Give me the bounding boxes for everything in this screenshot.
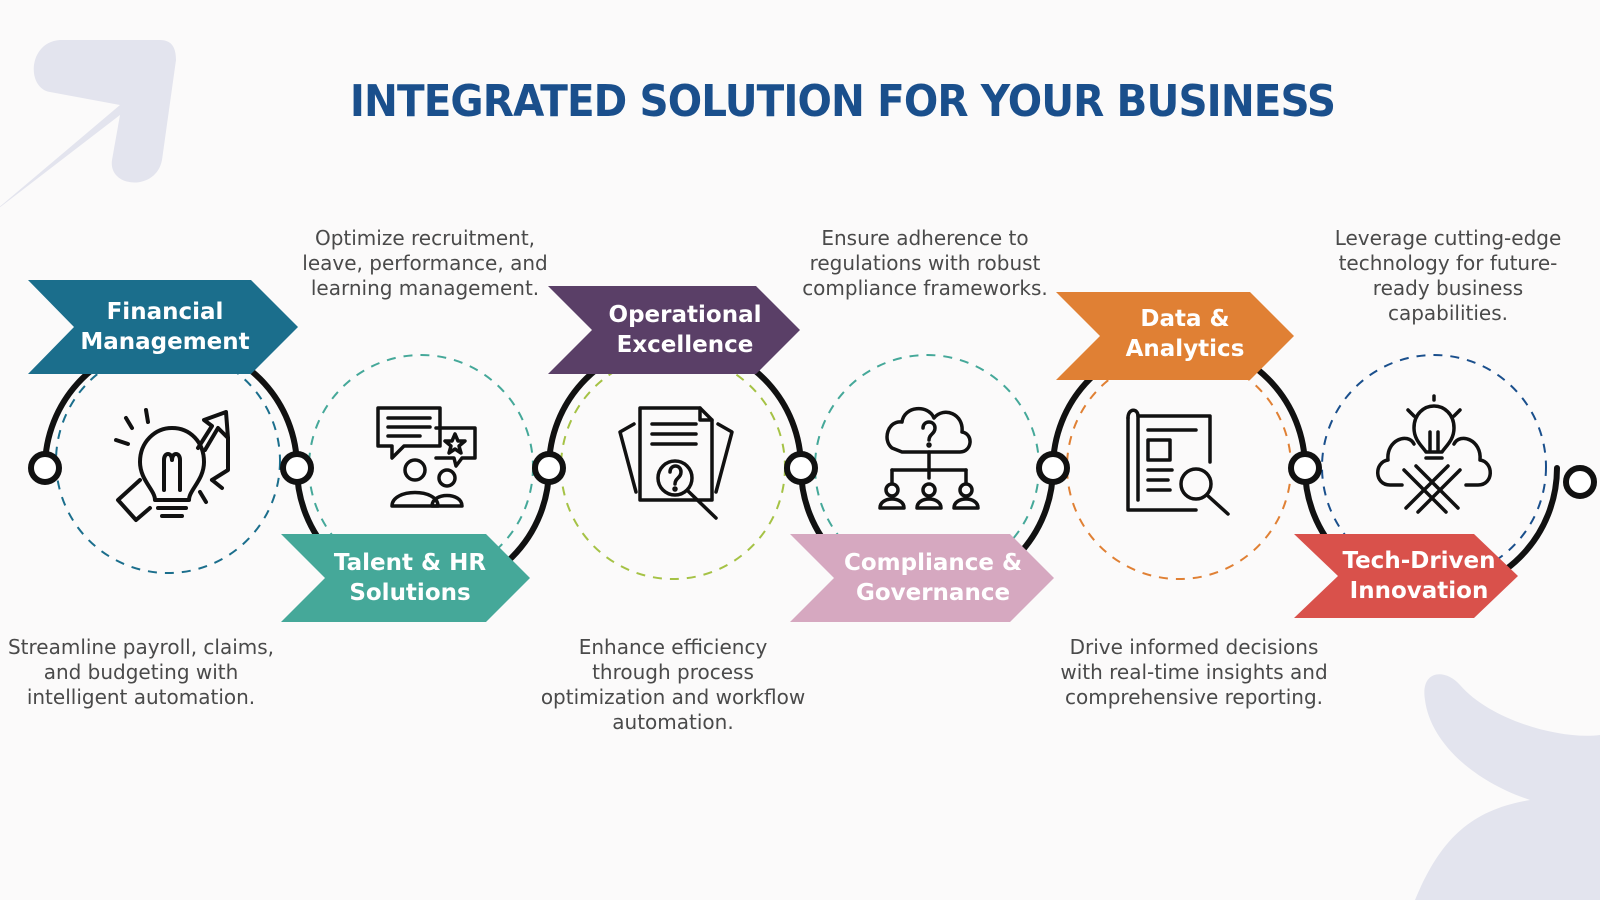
compliance-label: Compliance & Governance (830, 548, 1036, 608)
wave-nodes (28, 451, 1597, 499)
data-label: Data & Analytics (1100, 304, 1270, 364)
compliance-description: Ensure adherence to regulations with rob… (782, 226, 1068, 301)
talent-desc-line2: leave, performance, and (302, 251, 548, 275)
tech-description: Leverage cutting-edge technology for fut… (1314, 226, 1582, 326)
operational-desc-line1: Enhance efficiency (578, 635, 768, 659)
tech-label: Tech-Driven Innovation (1334, 546, 1504, 606)
tech-desc-line3: ready business (1372, 276, 1524, 300)
compliance-banner (790, 534, 1054, 622)
people-chat-icon (376, 406, 477, 508)
operational-desc-line3: optimization and workflow (540, 685, 806, 709)
decor-wave-shape (1415, 674, 1600, 900)
tech-desc-line1: Leverage cutting-edge (1334, 226, 1562, 250)
compliance-desc-line3: compliance frameworks. (802, 276, 1048, 300)
data-banner (1056, 292, 1294, 380)
tech-banner (1294, 534, 1518, 618)
tech-label-line2: Innovation (1349, 578, 1489, 604)
talent-description: Optimize recruitment, leave, performance… (285, 226, 565, 301)
financial-desc-line3: intelligent automation. (26, 685, 256, 709)
financial-desc-line1: Streamline payroll, claims, (7, 635, 275, 659)
talent-label-line1: Talent & HR (333, 550, 487, 576)
dashed-circle-5 (1066, 354, 1292, 580)
financial-banner (28, 280, 298, 374)
operational-desc-line4: automation. (612, 710, 734, 734)
data-desc-line2: with real-time insights and (1060, 660, 1328, 684)
tech-label-line1: Tech-Driven (1342, 548, 1496, 574)
decor-arrow-shape (0, 40, 176, 208)
tech-desc-line4: capabilities. (1387, 301, 1509, 325)
financial-label-line1: Financial (106, 299, 224, 325)
cloud-hierarchy-icon (878, 407, 980, 510)
compliance-desc-line1: Ensure adherence to (821, 226, 1029, 250)
talent-banner (281, 534, 530, 622)
financial-label: Financial Management (70, 297, 260, 357)
page-title: INTEGRATED SOLUTION FOR YOUR BUSINESS (349, 76, 1336, 127)
financial-description: Streamline payroll, claims, and budgetin… (0, 635, 282, 710)
lightbulb-growth-icon (114, 408, 230, 522)
tech-desc-line2: technology for future- (1338, 251, 1558, 275)
financial-label-line2: Management (80, 329, 250, 355)
data-label-line2: Analytics (1125, 336, 1245, 362)
operational-label-line2: Excellence (616, 332, 754, 358)
report-analysis-icon (1126, 408, 1230, 516)
operational-description: Enhance efficiency through process optim… (530, 635, 816, 735)
talent-label: Talent & HR Solutions (320, 548, 500, 608)
data-desc-line3: comprehensive reporting. (1065, 685, 1323, 709)
operational-label: Operational Excellence (590, 300, 780, 360)
talent-desc-line1: Optimize recruitment, (314, 226, 536, 250)
data-desc-line1: Drive informed decisions (1069, 635, 1319, 659)
cloud-innovation-icon (1376, 394, 1492, 514)
data-description: Drive informed decisions with real-time … (1040, 635, 1348, 710)
operational-desc-line2: through process (592, 660, 754, 684)
dashed-circle-1 (55, 348, 281, 574)
talent-desc-line3: learning management. (310, 276, 540, 300)
compliance-label-line1: Compliance & (843, 550, 1023, 576)
talent-label-line2: Solutions (349, 580, 471, 606)
operational-label-line1: Operational (608, 302, 762, 328)
data-label-line1: Data & (1140, 306, 1230, 332)
compliance-desc-line2: regulations with robust (809, 251, 1041, 275)
financial-desc-line2: and budgeting with (43, 660, 239, 684)
compliance-label-line2: Governance (855, 580, 1011, 606)
operational-banner (548, 286, 800, 374)
document-search-icon (618, 406, 734, 520)
